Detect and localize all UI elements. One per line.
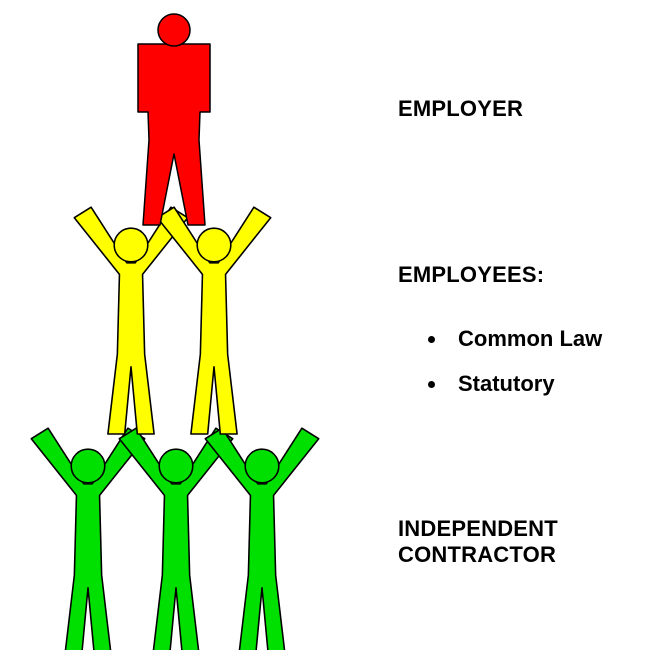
contractor-figures xyxy=(30,427,320,650)
bullet-icon xyxy=(428,381,435,388)
contractor-label: INDEPENDENT CONTRACTOR xyxy=(398,516,558,567)
employees-label: EMPLOYEES: xyxy=(398,262,545,287)
contractor-person-icon-right xyxy=(204,427,320,650)
employee-person-icon-left xyxy=(73,206,189,435)
employer-person-icon xyxy=(137,13,211,226)
contractor-person-icon-left xyxy=(30,427,146,650)
contractor-person-icon-center xyxy=(118,427,234,650)
employee-type-statutory: Statutory xyxy=(458,371,555,396)
employee-figures xyxy=(73,206,272,435)
employee-person-icon-right xyxy=(156,206,272,435)
list-item: Common Law xyxy=(428,326,602,371)
employer-label: EMPLOYER xyxy=(398,96,524,121)
list-item: Statutory xyxy=(428,371,602,416)
employer-figure xyxy=(137,13,211,226)
employee-types-list: Common Law Statutory xyxy=(428,326,602,416)
employee-type-common-law: Common Law xyxy=(458,326,603,351)
human-pyramid-illustration xyxy=(30,13,320,650)
bullet-icon xyxy=(428,336,435,343)
